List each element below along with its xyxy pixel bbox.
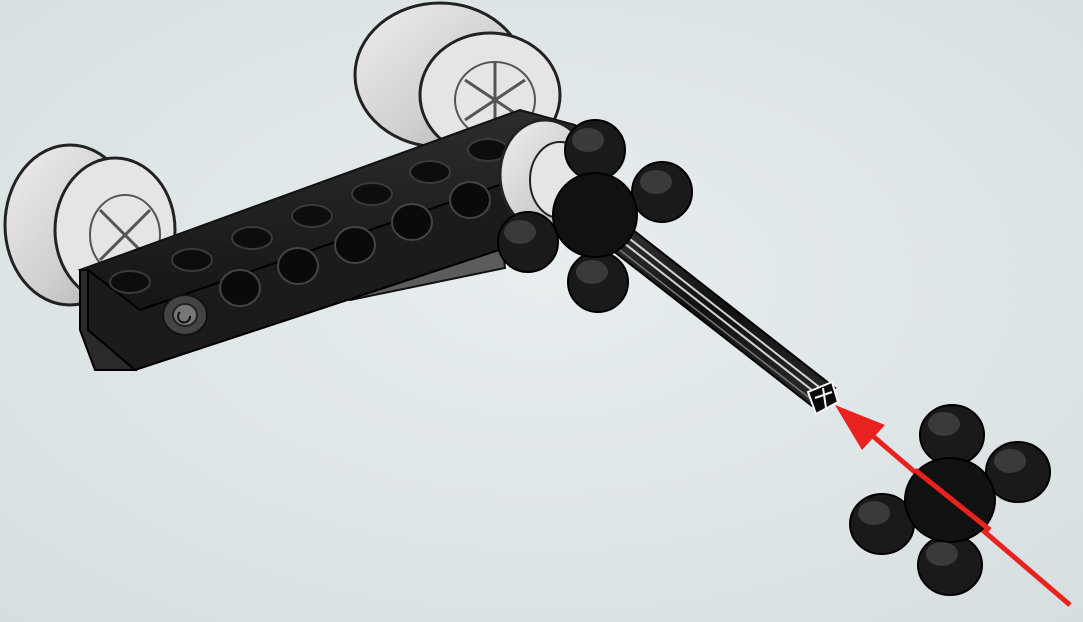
pin-icon [163,295,207,335]
